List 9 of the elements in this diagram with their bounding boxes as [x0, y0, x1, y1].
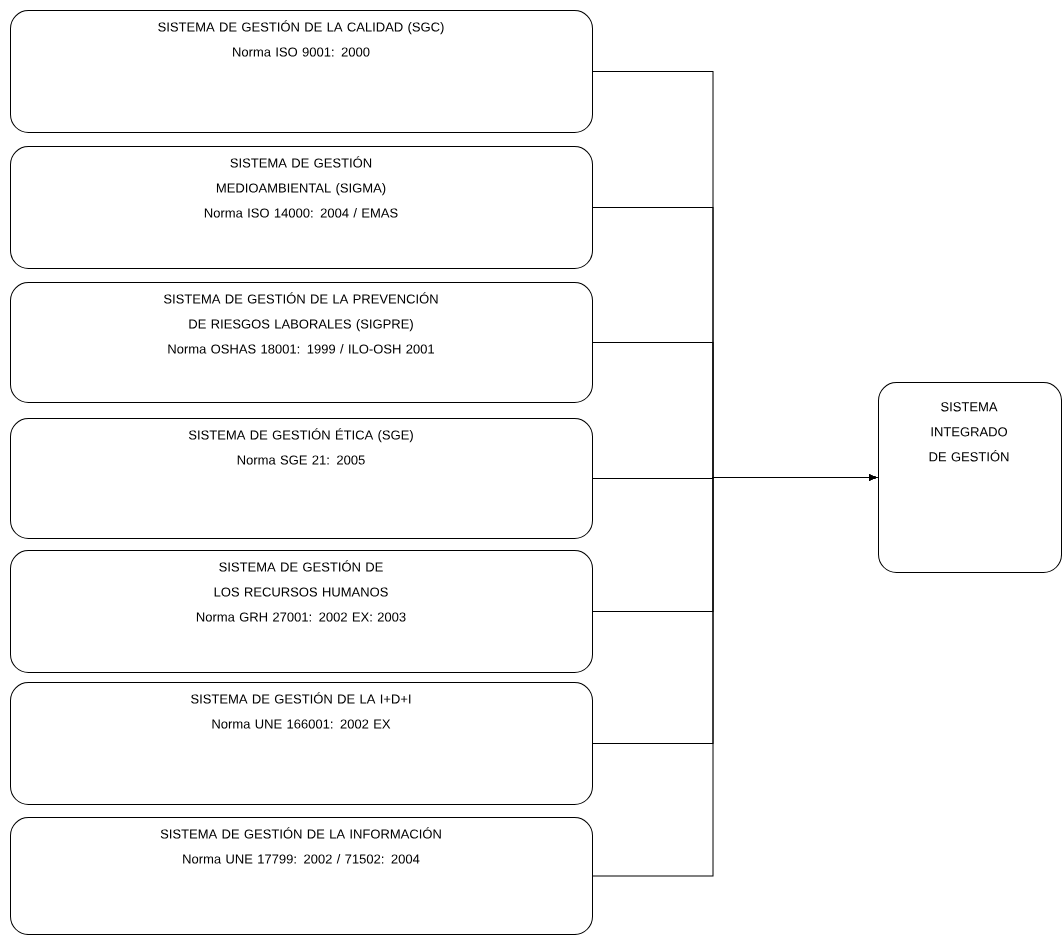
process-box: SISTEMA DE GESTIÓN DE LA I+D+I Norma UNE 166001: 2002 EX	[10, 682, 593, 805]
process-box: SISTEMA DE GESTIÓN DE LOS RECURSOS HUMANOS Norma GRH 27001: 2002 EX: 2003	[10, 550, 593, 673]
process-box: SISTEMA DE GESTIÓN DE LA PREVENCIÓN DE RIESGOS LABORALES (SIGPRE) Norma OSHAS 18001: 1999 / ILO-OSH 2001	[10, 282, 593, 403]
process-box: SISTEMA DE GESTIÓN DE LA CALIDAD (SGC) Norma ISO 9001: 2000	[10, 10, 593, 133]
connector-arrow	[592, 474, 877, 877]
process-box: SISTEMA DE GESTIÓN MEDIOAMBIENTAL (SIGMA) Norma ISO 14000: 2004 / EMAS	[10, 146, 593, 269]
process-box: SISTEMA DE GESTIÓN DE LA INFORMACIÓN Norma UNE 17799: 2002 / 71502: 2004	[10, 817, 593, 935]
result-box: SISTEMA INTEGRADO DE GESTIÓN	[878, 382, 1062, 573]
process-box: SISTEMA DE GESTIÓN ÉTICA (SGE) Norma SGE 21: 2005	[10, 418, 593, 539]
